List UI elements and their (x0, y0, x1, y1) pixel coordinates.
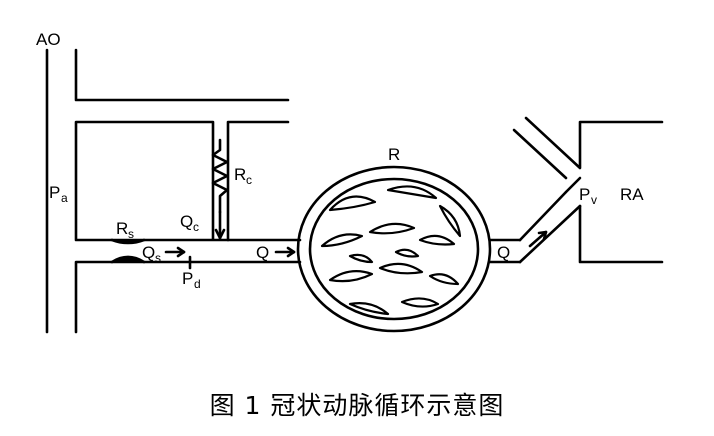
label-q-right: Q (497, 243, 510, 262)
label-rs-sub: s (128, 227, 134, 241)
figure-caption: 图 1 冠状动脉循环示意图 (209, 391, 505, 420)
microvascular-islands (320, 185, 462, 316)
vein-lower-wall (518, 204, 582, 264)
outflow-arrowhead (537, 230, 548, 241)
label-rs: R (116, 219, 128, 238)
coronary-branch-wall (74, 120, 302, 242)
label-ra: RA (620, 185, 644, 204)
label-qc: Q (180, 212, 193, 231)
label-ao: AO (36, 30, 61, 49)
label-qs: Q (142, 243, 155, 262)
ra-upper-wall (524, 116, 664, 170)
ra-lower-wall (578, 204, 664, 264)
label-rc: R (234, 165, 246, 184)
label-q-left: Q (256, 243, 269, 262)
label-r: R (388, 145, 400, 164)
stenosis-lower (110, 255, 146, 264)
aorta-wall-right-top (74, 48, 290, 102)
label-pa: P (49, 183, 60, 202)
label-qc-sub: c (193, 220, 199, 234)
label-pa-sub: a (61, 191, 68, 205)
collateral-resistor (211, 138, 229, 214)
q-left-arrowhead (286, 246, 296, 258)
collateral-arrowhead (214, 228, 226, 240)
label-pd: P (182, 269, 193, 288)
ra-side-wall (564, 176, 582, 194)
label-pv: P (579, 185, 590, 204)
qs-arrowhead (176, 246, 186, 258)
microvascular-bed-inner (308, 177, 480, 321)
stenosis-upper (110, 238, 146, 245)
label-rc-sub: c (246, 173, 252, 187)
label-pd-sub: d (194, 277, 201, 291)
label-pv-sub: v (591, 193, 597, 207)
ra-lower-left-wall (512, 128, 568, 180)
aorta-wall-right-middle (226, 120, 290, 242)
vein-upper-wall (518, 190, 568, 242)
vessel-lower-wall (74, 260, 302, 334)
microvascular-bed-outer (296, 165, 492, 333)
label-qs-sub: s (155, 251, 161, 265)
outflow-arrow (528, 230, 548, 248)
